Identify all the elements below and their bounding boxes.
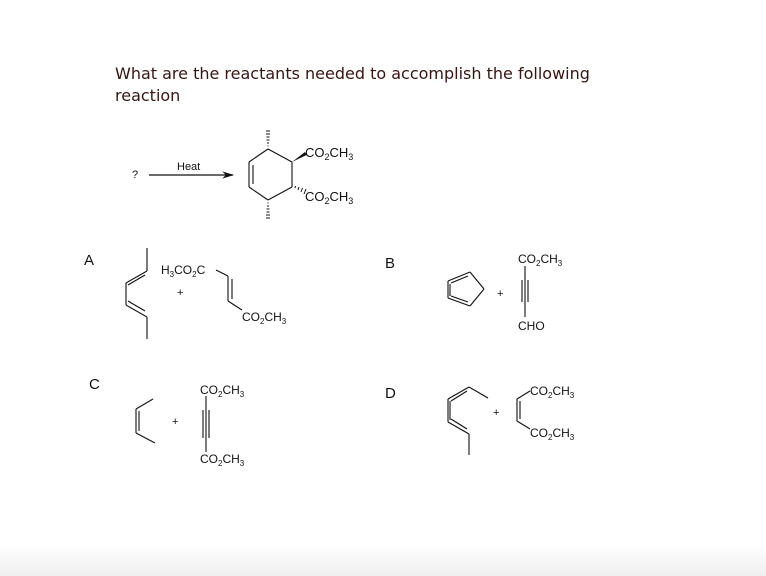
reaction-arrow-group: ? Heat xyxy=(132,161,235,181)
option-b-aldehyde: CHO xyxy=(518,319,545,333)
option-b-plus: + xyxy=(497,288,503,300)
option-b-label: B xyxy=(385,255,396,272)
option-c-ester-bottom: CO2CH3 xyxy=(200,452,245,468)
option-a-ester-left: H3CO2C xyxy=(161,263,206,279)
option-b-dienophile xyxy=(521,266,529,317)
option-c-label: C xyxy=(89,376,100,393)
option-c-plus: + xyxy=(172,416,178,428)
option-c-ester-top: CO2CH3 xyxy=(200,383,245,399)
option-d-diene xyxy=(447,386,489,455)
condition-label: Heat xyxy=(177,161,200,173)
option-d-ester-bottom: CO2CH3 xyxy=(530,426,575,442)
option-d-label: D xyxy=(385,385,396,402)
product-ester-top: CO2CH3 xyxy=(305,145,353,162)
option-a-plus: + xyxy=(177,287,183,299)
option-c-dienophile xyxy=(202,396,210,452)
option-c-alkene xyxy=(135,398,156,444)
option-a-ester-right: CO2CH3 xyxy=(242,310,287,326)
option-b-diene xyxy=(447,271,485,307)
product-ester-bottom: CO2CH3 xyxy=(305,189,353,206)
unknown-reactant: ? xyxy=(132,169,138,181)
option-d-dienophile xyxy=(516,390,531,430)
product-molecule xyxy=(248,130,307,219)
option-b-ester: CO2CH3 xyxy=(518,252,563,268)
question-text: What are the reactants needed to accompl… xyxy=(115,64,590,105)
option-d-plus: + xyxy=(493,407,499,419)
option-a-diene xyxy=(125,248,148,339)
option-d-ester-top: CO2CH3 xyxy=(530,384,575,400)
option-a-label: A xyxy=(84,252,95,269)
option-a-dienophile xyxy=(215,269,243,311)
